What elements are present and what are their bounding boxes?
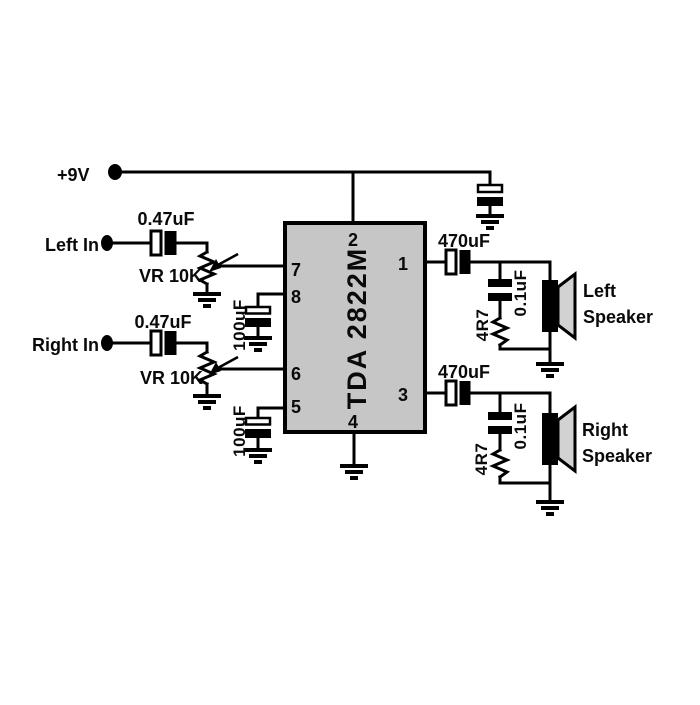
wire	[256, 292, 287, 308]
capacitor-plate-negative	[245, 429, 271, 438]
ground-symbol	[476, 214, 504, 230]
right-output-stage: 470uF 0.1uF 4R7 Right Speaker	[423, 362, 652, 516]
ic-pin5-label: 5	[291, 397, 301, 417]
right-volume-pot-label: VR 10K	[140, 368, 203, 388]
capacitor-plate-positive	[476, 183, 504, 194]
ic-ground-pin4	[340, 430, 368, 480]
left-input-label: Left In	[45, 235, 99, 255]
potentiometer-wiper-arrow	[215, 355, 239, 371]
ic-pin7-label: 7	[291, 260, 301, 280]
ground-symbol	[244, 448, 272, 464]
right-zobel-res-label: 4R7	[472, 443, 491, 476]
capacitor-plate-negative	[477, 197, 503, 206]
capacitor-plate-positive	[149, 329, 163, 357]
left-input-terminal-dot	[101, 235, 113, 251]
potentiometer-wiper-arrow	[215, 252, 239, 268]
left-zobel-cap-label: 0.1uF	[511, 270, 530, 317]
speaker-driver	[542, 280, 558, 332]
right-speaker-label-line1: Right	[582, 420, 628, 440]
left-coupling-cap-label: 0.47uF	[137, 209, 194, 229]
resistor-body	[489, 447, 511, 480]
capacitor-plate-negative	[164, 331, 177, 355]
potentiometer-body	[196, 349, 218, 387]
capacitor-plate	[488, 412, 512, 420]
ground-symbol	[340, 464, 368, 480]
capacitor-plate-positive	[444, 379, 458, 407]
right-output-cap-label: 470uF	[438, 362, 490, 382]
left-speaker-label-line1: Left	[583, 281, 616, 301]
capacitor-plate-negative	[245, 318, 271, 327]
capacitor-plate	[488, 426, 512, 434]
left-zobel-res-label: 4R7	[473, 309, 492, 342]
left-speaker-label-line2: Speaker	[583, 307, 653, 327]
left-output-cap-label: 470uF	[438, 231, 490, 251]
ic-pin4-label: 4	[348, 412, 358, 432]
supply-terminal-dot	[108, 164, 122, 180]
pin5-cap-label: 100uF	[230, 405, 249, 457]
wire	[256, 406, 287, 419]
wire	[498, 343, 552, 351]
ic-tda2822m: TDA 2822M 2 7 8 6 5 4 1 3	[283, 221, 427, 434]
power-rail: +9V	[57, 164, 492, 224]
supply-voltage-label: +9V	[57, 165, 90, 185]
right-speaker-label-line2: Speaker	[582, 446, 652, 466]
left-output-stage: 470uF 0.1uF 4R7 Left Speaker	[423, 231, 653, 378]
right-input-label: Right In	[32, 335, 99, 355]
ground-symbol	[244, 336, 272, 352]
right-input-terminal-dot	[101, 335, 113, 351]
ground-symbol	[193, 394, 221, 410]
wire	[498, 475, 552, 485]
ground-symbol	[193, 292, 221, 308]
supply-bypass-capacitor	[476, 170, 504, 230]
capacitor-plate-positive	[244, 305, 272, 315]
speaker-cone	[556, 270, 577, 342]
ic-pin6-label: 6	[291, 364, 301, 384]
pin5-decoupling-capacitor: 100uF	[230, 405, 287, 464]
right-input-stage: Right In 0.47uF VR 10K	[32, 312, 287, 410]
capacitor-plate	[488, 293, 512, 301]
left-input-stage: Left In 0.47uF VR 10K	[45, 209, 287, 308]
pin8-decoupling-capacitor: 100uF	[230, 292, 287, 352]
ic-part-number: TDA 2822M	[342, 247, 372, 410]
capacitor-plate-negative	[459, 381, 471, 405]
right-zobel-cap-label: 0.1uF	[511, 403, 530, 450]
ground-symbol	[536, 500, 564, 516]
pin8-cap-label: 100uF	[230, 299, 249, 351]
left-volume-pot-label: VR 10K	[139, 266, 202, 286]
potentiometer-body	[196, 249, 218, 287]
capacitor-plate-positive	[244, 416, 272, 426]
wire	[175, 241, 209, 254]
ic-pin3-label: 3	[398, 385, 408, 405]
capacitor-plate-positive	[149, 229, 163, 257]
speaker-cone	[556, 403, 577, 475]
wire	[175, 341, 209, 354]
capacitor-plate-negative	[459, 250, 471, 274]
ic-pin2-label: 2	[348, 230, 358, 250]
right-coupling-cap-label: 0.47uF	[134, 312, 191, 332]
ic-pin1-label: 1	[398, 254, 408, 274]
resistor-body	[489, 315, 511, 348]
ground-symbol	[536, 362, 564, 378]
speaker-driver	[542, 413, 558, 465]
capacitor-plate-positive	[444, 248, 458, 276]
capacitor-plate-negative	[164, 231, 177, 255]
ic-pin8-label: 8	[291, 287, 301, 307]
capacitor-plate	[488, 279, 512, 287]
